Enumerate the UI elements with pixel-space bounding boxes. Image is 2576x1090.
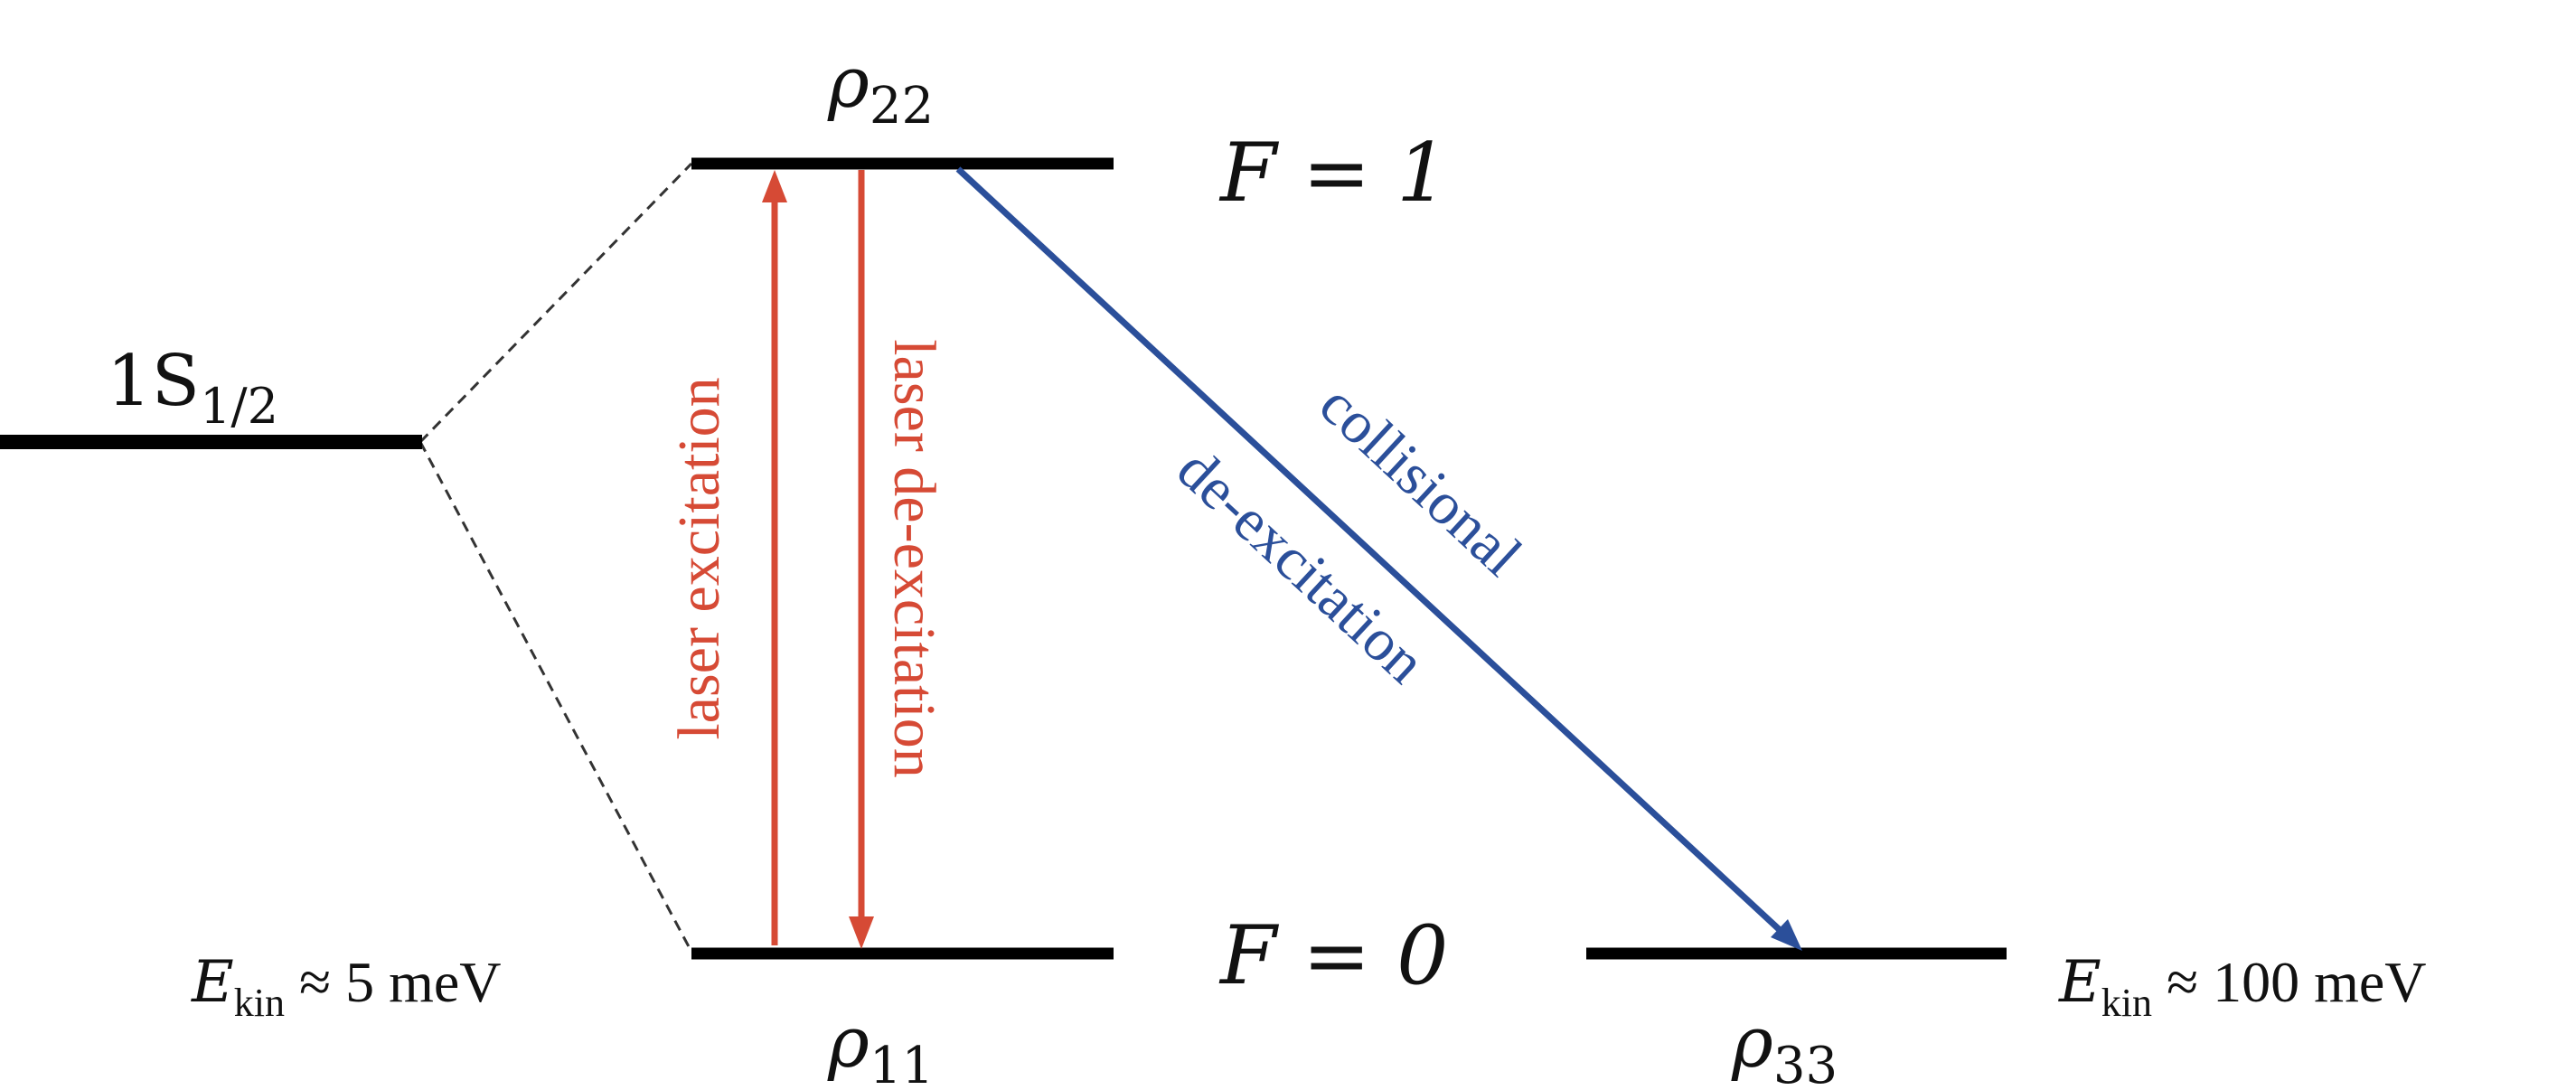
rho22-symbol: ρ bbox=[827, 42, 870, 124]
split-line-upper bbox=[418, 162, 693, 444]
rho33-subscript: 33 bbox=[1773, 1037, 1838, 1090]
collisional-label-line1: collisional bbox=[1307, 371, 1534, 588]
ekin-right-value: ≈ 100 meV bbox=[2152, 950, 2427, 1014]
f0-label: F = 0 bbox=[1218, 908, 1448, 1003]
collisional-deexcitation-arrow bbox=[955, 166, 1782, 932]
ekin-right-symbol: E bbox=[2058, 949, 2101, 1016]
ground-state-main: 1S bbox=[107, 341, 200, 422]
ekin-left-label: Ekin ≈ 5 meV bbox=[191, 949, 501, 1025]
rho11-symbol: ρ bbox=[827, 1002, 870, 1084]
ground-state-label: 1S1/2 bbox=[107, 341, 278, 435]
rho11-subscript: 11 bbox=[870, 1037, 934, 1090]
ekin-left-subscript: kin bbox=[234, 981, 285, 1025]
ground-state-subscript: 1/2 bbox=[200, 378, 278, 435]
rho22-subscript: 22 bbox=[870, 77, 934, 136]
ekin-right-label: Ekin ≈ 100 meV bbox=[2058, 949, 2426, 1025]
rho33-symbol: ρ bbox=[1731, 1002, 1773, 1084]
laser-deexcitation-label: laser de-excitation bbox=[881, 339, 947, 778]
laser-deexcitation-arrowhead bbox=[849, 916, 874, 949]
split-line-lower bbox=[418, 441, 693, 953]
laser-excitation-label: laser excitation bbox=[666, 377, 732, 739]
collisional-deexcitation-arrowhead bbox=[1771, 919, 1802, 951]
laser-excitation-arrowhead bbox=[762, 170, 787, 202]
rho11-label: ρ11 bbox=[827, 1002, 934, 1090]
f1-label: F = 1 bbox=[1218, 126, 1448, 221]
rho33-label: ρ33 bbox=[1731, 1002, 1838, 1090]
ekin-left-value: ≈ 5 meV bbox=[285, 950, 502, 1014]
rho22-label: ρ22 bbox=[827, 42, 934, 136]
ekin-right-subscript: kin bbox=[2101, 981, 2152, 1025]
ekin-left-symbol: E bbox=[191, 949, 234, 1016]
